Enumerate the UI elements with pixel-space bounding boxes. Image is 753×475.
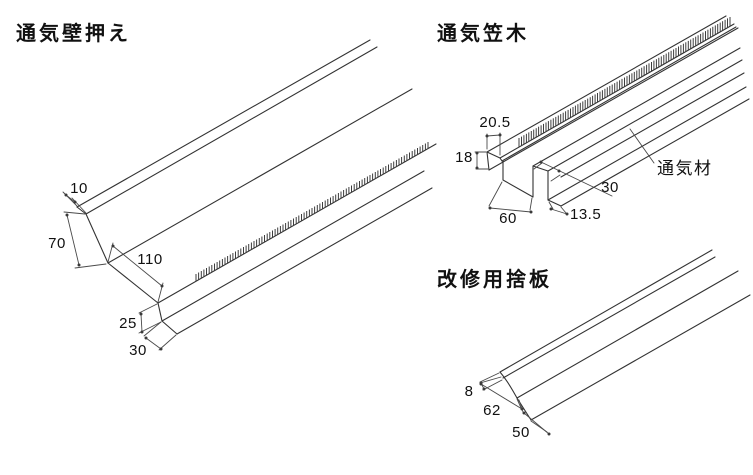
dim-step-25: 25 bbox=[119, 315, 137, 332]
edge-sheet-top-line2 bbox=[502, 256, 716, 379]
dim-top-20-5: 20.5 bbox=[479, 114, 510, 131]
edge-ridge-line bbox=[516, 270, 739, 399]
dim-mid-30: 30 bbox=[601, 179, 619, 196]
cross-section-cap bbox=[486, 151, 503, 171]
diagram-title-suteita: 改修用捨板 bbox=[437, 267, 552, 291]
cross-section-kabe-osae bbox=[76, 206, 178, 335]
dim-lower-50: 50 bbox=[512, 424, 530, 441]
edge-leg-bottom-line bbox=[547, 86, 747, 201]
dim-base-60: 60 bbox=[499, 210, 517, 227]
dim-hem-8: 8 bbox=[465, 383, 474, 400]
material-label: 通気材 bbox=[657, 159, 713, 178]
edge-cap-fold-line bbox=[499, 23, 735, 159]
diagram-suteita: 改修用捨板 8 62 50 bbox=[437, 249, 751, 441]
diagram-kasagi: 通気笠木 20.5 18 60 bbox=[437, 15, 750, 227]
edge-top-corner-line bbox=[85, 46, 378, 215]
dim-left-18: 18 bbox=[455, 149, 473, 166]
diagram-title-kabe-osae: 通気壁押え bbox=[16, 21, 131, 45]
edge-leg-top-far-line bbox=[560, 72, 745, 178]
dim-upper-62: 62 bbox=[483, 402, 501, 419]
edge-sheet-bottom-line bbox=[530, 294, 751, 421]
vent-comb-strip bbox=[518, 17, 731, 147]
edge-cap-tip-line bbox=[486, 15, 727, 153]
dim-slope-110: 110 bbox=[137, 251, 162, 268]
dim-face-70: 70 bbox=[48, 235, 66, 252]
dim-leg-13-5: 13.5 bbox=[570, 206, 601, 223]
material-leader-line bbox=[629, 128, 655, 164]
edge-step-bottom-line bbox=[161, 170, 425, 322]
cross-section-suteita bbox=[499, 371, 532, 421]
cross-section-channel bbox=[502, 160, 562, 207]
vent-slot-band bbox=[195, 142, 429, 281]
edge-cap-fold-line2 bbox=[501, 26, 737, 162]
dim-bottom-30: 30 bbox=[129, 342, 147, 359]
edge-bottom-flange-line bbox=[176, 187, 433, 335]
edge-bend-line bbox=[107, 88, 413, 264]
diagram-kabe-osae: 通気壁押え 10 70 110 25 bbox=[16, 21, 437, 359]
diagram-title-kasagi: 通気笠木 bbox=[437, 21, 529, 45]
edge-leg-top-line bbox=[547, 59, 743, 172]
edge-sheet-top-line bbox=[499, 249, 713, 373]
edge-top-flange-line bbox=[76, 39, 371, 208]
edge-flange-outer-line bbox=[560, 98, 750, 207]
dim-flange-10: 10 bbox=[70, 180, 88, 197]
edge-wall-top-line bbox=[532, 47, 741, 167]
edge-skirt-bottom-line bbox=[488, 27, 739, 171]
edge-step-top-line bbox=[157, 143, 437, 304]
